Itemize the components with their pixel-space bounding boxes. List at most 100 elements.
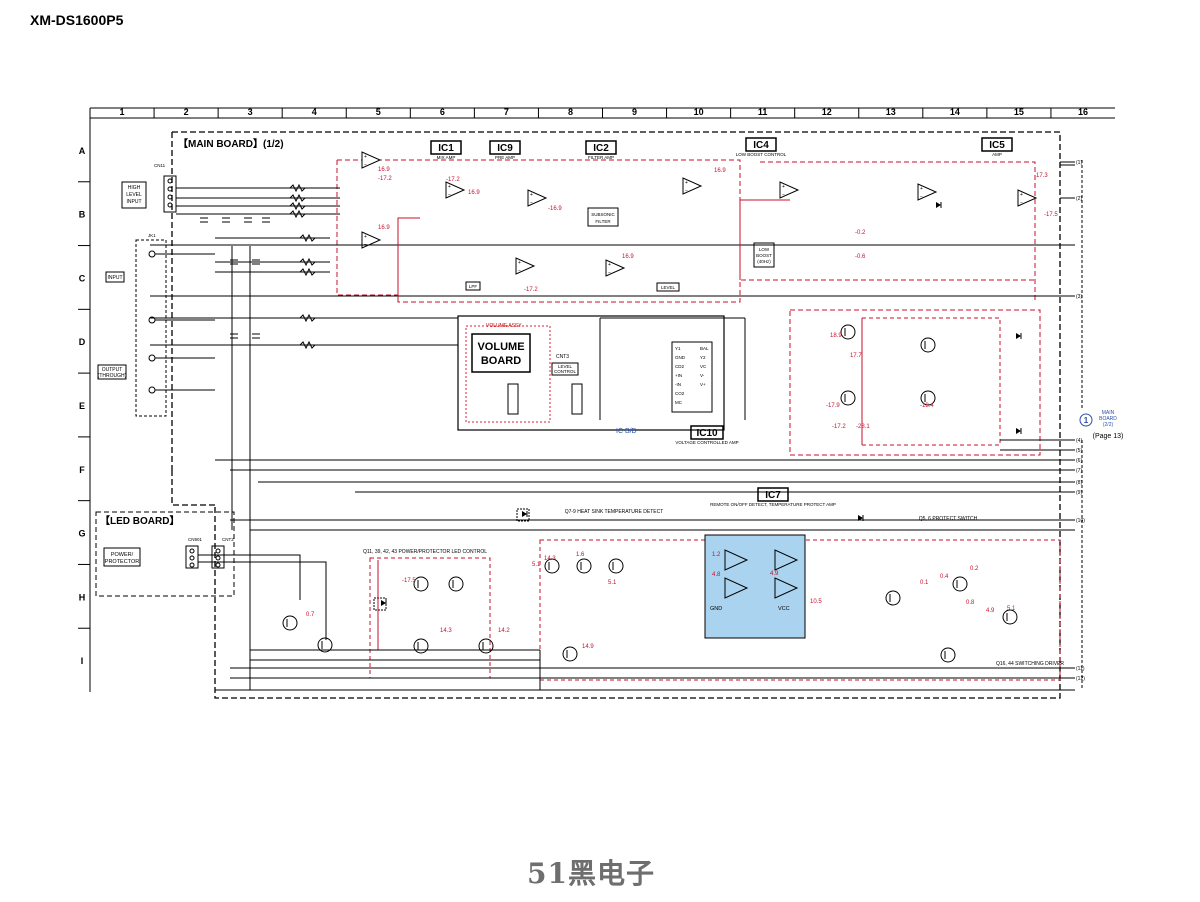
power-protector-box: [103, 547, 141, 567]
voltage-annotation: 4.9: [986, 608, 995, 614]
node-marker: (10): [1076, 518, 1085, 524]
ic-title: IC5: [989, 140, 1005, 151]
volume-board-title: BOARD: [481, 355, 521, 367]
connector-label: CNT2: [222, 537, 234, 542]
ic-section-outline: [760, 161, 1036, 300]
diode: [1016, 333, 1021, 339]
grid-row-label: I: [81, 656, 84, 666]
grid-column-label: 9: [632, 107, 637, 117]
voltage-annotation: -16.9: [548, 206, 562, 212]
ic-section-outline: [337, 159, 741, 200]
comparator-symbol: [724, 549, 749, 571]
connector-pin: [167, 186, 173, 192]
lpf-box: [465, 281, 481, 291]
volume-board-title: VOLUME: [477, 341, 524, 353]
connector-pin: [215, 555, 221, 561]
grid-column-label: 15: [1014, 107, 1024, 117]
power-protector-label: POWER/: [111, 552, 134, 558]
op-amp-pin: +: [364, 154, 367, 160]
connector-pin: [167, 202, 173, 208]
section-note: Q16, 44 SWITCHING DRIVER: [996, 661, 1064, 667]
resistor: [289, 201, 306, 211]
voltage-annotation: 18.9: [830, 333, 842, 339]
input-label-box: [105, 271, 125, 283]
voltage-annotation: -17.5: [402, 578, 416, 584]
highlight-wire: [739, 199, 790, 280]
ic-description: PRE AMP: [495, 155, 515, 160]
section-note: Q5, 6 PROTECT SWITCH: [919, 516, 978, 522]
ic-title: IC7: [765, 490, 781, 501]
volume-assy-label: VOLUME ASSY: [486, 323, 522, 329]
node-marker: (2): [1076, 196, 1082, 202]
node-marker: (8): [1076, 480, 1082, 486]
grid-row-label: D: [79, 337, 86, 347]
voltage-annotation: 16.9: [468, 190, 480, 196]
resistor: [289, 209, 306, 219]
subsonic-box: [587, 207, 619, 227]
high-level-input-box: [121, 181, 147, 209]
level-control-label: CONTROL: [554, 369, 576, 374]
subsonic-label: FILTER: [595, 219, 611, 224]
ic10-pin-label: GND: [675, 355, 686, 360]
volume-board-label-box: [471, 333, 531, 373]
ic-description: LOW BOOST CONTROL: [736, 152, 787, 157]
grid-row-label: H: [79, 592, 86, 602]
connector-cn901: [185, 545, 199, 569]
grid-row-label: G: [78, 529, 85, 539]
ic10-pin-label: Y1: [675, 346, 681, 351]
node-marker: (6): [1076, 458, 1082, 464]
voltage-annotation: 4.8: [712, 572, 721, 578]
diode: [522, 511, 527, 517]
ic-title: IC1: [438, 143, 454, 154]
transistor: [448, 576, 464, 592]
reference-label: MAIN: [1102, 410, 1115, 416]
op-amp-pin: +: [608, 262, 611, 268]
ic7-pin-label: GND: [710, 606, 722, 612]
transistor: [952, 576, 968, 592]
voltage-annotation: 14.3: [544, 556, 556, 562]
grid-column-label: 14: [950, 107, 960, 117]
ic-bd-label: IC B/D: [616, 428, 637, 435]
watermark: 51黑电子: [527, 857, 655, 890]
grid-row-label: A: [79, 146, 86, 156]
output-label: (THROUGH): [98, 373, 127, 379]
ic-title-box: [690, 425, 724, 440]
rca-jack: [148, 354, 156, 362]
node-marker: (11): [1076, 666, 1085, 672]
volume-board-outline: [457, 315, 725, 431]
transistor: [413, 576, 429, 592]
voltage-annotation: -0.2: [855, 230, 866, 236]
level-box: [656, 282, 680, 292]
diode: [936, 202, 941, 208]
grid-row-label: F: [79, 465, 85, 475]
op-amp-pin: −: [920, 194, 923, 200]
level-control-label: LEVEL: [558, 364, 573, 369]
connector-pin: [167, 194, 173, 200]
op-amp-pin: −: [608, 270, 611, 276]
grid-column-label: 3: [248, 107, 253, 117]
op-amp-pin: +: [920, 186, 923, 192]
grid-column-label: 12: [822, 107, 832, 117]
model-number: XM-DS1600P5: [30, 12, 124, 28]
op-amp-symbol: [605, 259, 626, 277]
op-amp-pin: +: [530, 192, 533, 198]
grid-row-label: C: [79, 273, 86, 283]
node-marker: (3): [1076, 294, 1082, 300]
jk1-outline: [135, 239, 167, 417]
ic-title-box: [489, 140, 521, 155]
grid-column-label: 13: [886, 107, 896, 117]
transistor: [544, 558, 560, 574]
signal-wire: [198, 554, 301, 600]
node-marker: (7): [1076, 468, 1082, 474]
voltage-annotation: 1.6: [576, 552, 585, 558]
voltage-annotation: -0.6: [855, 254, 866, 260]
op-amp-pin: +: [782, 184, 785, 190]
op-amp-pin: +: [448, 184, 451, 190]
reference-label: (2/2): [1103, 422, 1114, 428]
op-amp-pin: −: [530, 200, 533, 206]
grid-row-label: E: [79, 401, 85, 411]
ic-description: FILTER AMP: [588, 155, 614, 160]
grid-column-label: 8: [568, 107, 573, 117]
transistor: [282, 615, 298, 631]
op-amp-symbol: [361, 231, 382, 249]
